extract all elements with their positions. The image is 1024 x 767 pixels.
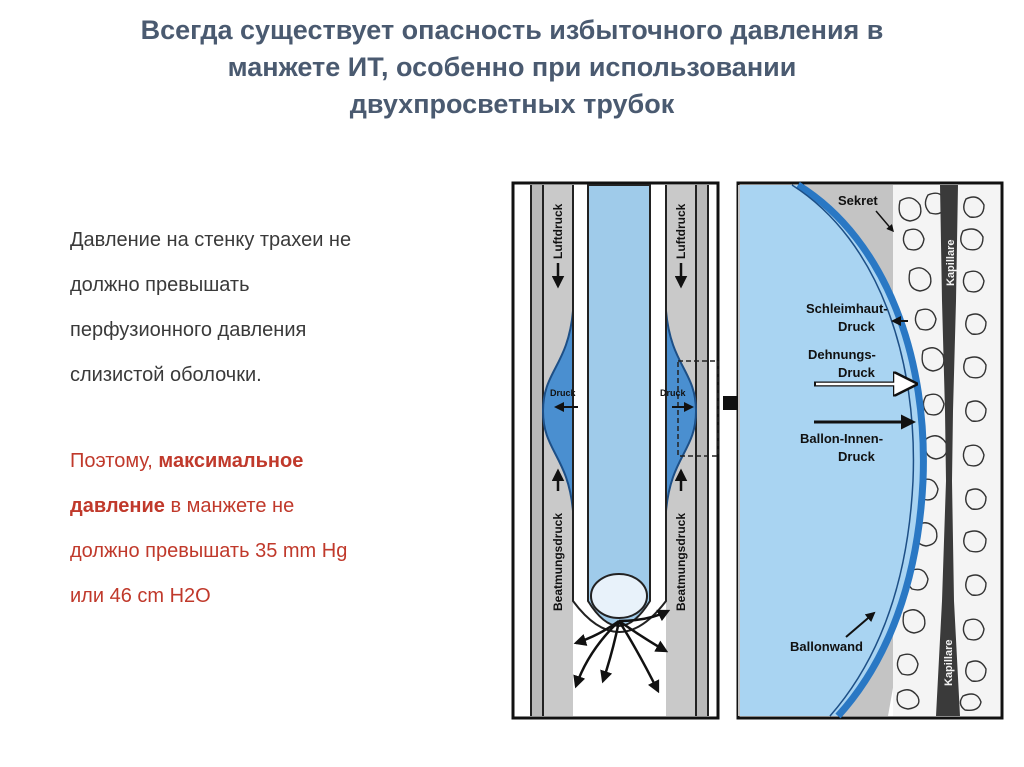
label-ballon-innen-2: Druck (838, 449, 876, 464)
pressure-line-4: слизистой оболочки. (70, 364, 262, 386)
max-line-2-rest: в манжете не (164, 495, 295, 517)
max-line-3: должно превышать 35 mm Hg (70, 540, 348, 562)
arrow-ballonwand (845, 611, 876, 638)
max-pressure-statement: Поэтому, максимальное давление в манжете… (70, 439, 490, 619)
label-druck-left: Druck (550, 388, 577, 398)
cuff-pressure-diagram: Luftdruck Luftdruck Beatmungsdruck Beatm… (511, 181, 1004, 720)
label-ballon-innen-1: Ballon-Innen- (800, 431, 883, 446)
title-line-2: манжете ИТ, особенно при использовании (227, 52, 797, 82)
max-line-1: Поэтому, максимальное (70, 439, 490, 484)
label-beatmungsdruck-left: Beatmungsdruck (551, 513, 565, 611)
balloon (740, 185, 924, 716)
capillary (936, 185, 960, 716)
label-luftdruck-right: Luftdruck (674, 203, 688, 259)
label-schleimhaut-2: Druck (838, 319, 876, 334)
max-bold-1: максимальное (158, 450, 304, 472)
zoom-box (677, 360, 719, 457)
label-schleimhaut-1: Schleimhaut- (806, 301, 888, 316)
airflow-arrows (573, 609, 671, 694)
label-dehnungs-2: Druck (838, 365, 876, 380)
arrow-sekret (875, 210, 894, 233)
tube-opening (590, 573, 648, 619)
tube-outer-wall (572, 185, 667, 633)
balloon-wall-inner (791, 184, 915, 717)
right-trachea-wall (696, 185, 708, 716)
label-ballonwand: Ballonwand (790, 639, 863, 654)
label-sekret: Sekret (838, 193, 878, 208)
label-dehnungs-1: Dehnungs- (808, 347, 876, 362)
pressure-statement: Давление на стенку трахеи не должно прев… (70, 218, 490, 398)
slide-title: Всегда существует опасность избыточного … (20, 12, 1004, 123)
max-line-2: давление в манжете не (70, 484, 490, 529)
left-panel: Luftdruck Luftdruck Beatmungsdruck Beatm… (511, 181, 720, 720)
balloon-wall (796, 182, 927, 719)
label-kapillare-top: Kapillare (945, 240, 957, 286)
label-luftdruck-left: Luftdruck (551, 203, 565, 259)
left-trachea-wall (531, 185, 543, 716)
pressure-line-1: Давление на стенку трахеи не (70, 229, 352, 251)
label-druck-right: Druck (660, 388, 687, 398)
max-line-4: или 46 cm H2O (70, 585, 211, 607)
pressure-line-2: должно превышать (70, 274, 250, 296)
body-text: Давление на стенку трахеи не должно прев… (70, 218, 490, 619)
label-kapillare-bottom: Kapillare (943, 640, 955, 686)
title-line-3: двухпросветных трубок (349, 89, 675, 119)
endotracheal-tube (587, 184, 651, 627)
label-beatmungsdruck-right: Beatmungsdruck (674, 513, 688, 611)
pressure-line-3: перфузионного давления (70, 319, 307, 341)
cuff-right (665, 310, 698, 512)
max-bold-2: давление (70, 495, 165, 517)
title-line-1: Всегда существует опасность избыточного … (140, 15, 884, 45)
max-prefix: Поэтому, (70, 450, 159, 472)
right-panel: Sekret Schleimhaut- Druck Dehnungs- Druc… (736, 181, 1004, 720)
